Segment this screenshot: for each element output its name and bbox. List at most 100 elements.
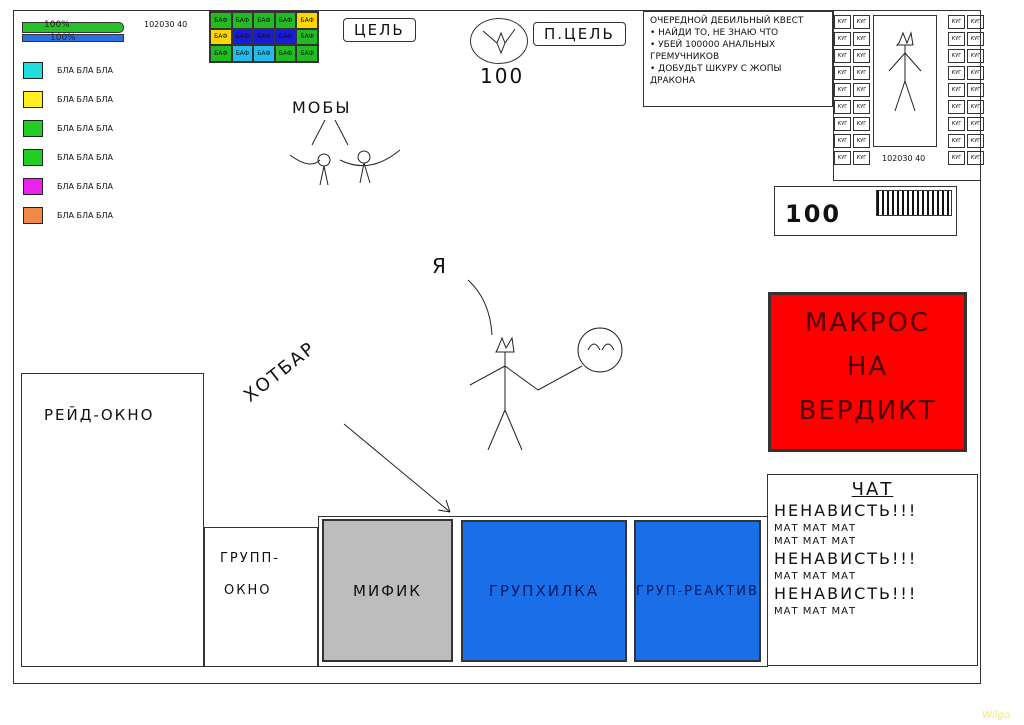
legend-item: БЛА БЛА БЛА xyxy=(23,120,113,137)
inventory-slot[interactable]: КУГ xyxy=(967,117,984,131)
player-health-bar xyxy=(22,22,124,33)
inventory-slot[interactable]: КУГ xyxy=(967,32,984,46)
inventory-slot[interactable]: КУГ xyxy=(834,83,851,97)
quest-line: • УБЕЙ 100000 АНАЛЬНЫХ xyxy=(650,40,776,50)
target-frame[interactable]: ЦЕЛЬ xyxy=(343,18,416,42)
quest-tracker[interactable]: ОЧЕРЕДНОЙ ДЕБИЛЬНЫЙ КВЕСТ• НАЙДИ ТО, НЕ … xyxy=(643,11,833,107)
game-screen-frame xyxy=(13,10,981,684)
inventory-slot[interactable]: КУГ xyxy=(853,100,870,114)
inventory-slot[interactable]: КУГ xyxy=(834,66,851,80)
buff-icon[interactable]: БАФ xyxy=(231,12,254,29)
inventory-slot[interactable]: КУГ xyxy=(834,100,851,114)
group-window[interactable] xyxy=(204,527,318,667)
target-hp: 100 xyxy=(480,64,525,88)
hotbar-arrow-icon xyxy=(343,423,451,513)
inventory-slot[interactable]: КУГ xyxy=(834,32,851,46)
inventory-slot[interactable]: КУГ xyxy=(967,49,984,63)
quest-line: ОЧЕРЕДНОЙ ДЕБИЛЬНЫЙ КВЕСТ xyxy=(650,16,804,26)
character-paperdoll xyxy=(873,15,937,147)
legend-swatch xyxy=(23,149,43,166)
chat-message: НЕНАВИСТЬ!!! xyxy=(774,501,918,520)
buff-icon[interactable]: БАФ xyxy=(274,12,297,29)
inventory-slot[interactable]: КУГ xyxy=(948,66,965,80)
raid-window-label: РЕЙД-ОКНО xyxy=(44,406,155,424)
hotbar-slot-group-heal[interactable]: ГРУПХИЛКА xyxy=(461,520,627,662)
buff-icon[interactable]: БАФ xyxy=(296,45,318,62)
inventory-slot[interactable]: КУГ xyxy=(967,134,984,148)
buff-icon[interactable]: БАФ xyxy=(253,28,275,46)
legend-swatch xyxy=(23,178,43,195)
buff-icon[interactable]: БАФ xyxy=(274,45,297,62)
inventory-slot[interactable]: КУГ xyxy=(967,15,984,29)
inventory-slot[interactable]: КУГ xyxy=(853,15,870,29)
inventory-slot[interactable]: КУГ xyxy=(853,83,870,97)
legend-label: БЛА БЛА БЛА xyxy=(57,124,114,133)
inventory-slot[interactable]: КУГ xyxy=(853,32,870,46)
bird-icon xyxy=(482,28,516,55)
pet-hp: 100 xyxy=(785,200,842,228)
inventory-slot[interactable]: КУГ xyxy=(967,151,984,165)
player-mana-text: 100% xyxy=(50,33,76,43)
inventory-slot[interactable]: КУГ xyxy=(834,134,851,148)
buff-icon[interactable]: БАФ xyxy=(231,45,254,62)
inventory-slot[interactable]: КУГ xyxy=(967,83,984,97)
hotbar-slot-group-reactive[interactable]: ГРУП-РЕАКТИВ xyxy=(634,520,761,662)
hotbar-slot-label: МИФИК xyxy=(353,581,422,600)
inventory-slot[interactable]: КУГ xyxy=(948,32,965,46)
inventory-slot[interactable]: КУГ xyxy=(834,151,851,165)
inventory-slot[interactable]: КУГ xyxy=(834,117,851,131)
inventory-slot[interactable]: КУГ xyxy=(853,117,870,131)
target-portrait[interactable] xyxy=(470,18,528,64)
quest-line: ДРАКОНА xyxy=(650,76,696,86)
inventory-slot[interactable]: КУГ xyxy=(967,100,984,114)
chat-message: МАТ МАТ МАТ xyxy=(774,523,857,534)
player-health-text: 100% xyxy=(44,20,70,30)
buff-icon[interactable]: БАФ xyxy=(253,12,275,29)
buff-icon[interactable]: БАФ xyxy=(210,28,232,46)
pet-frame[interactable] xyxy=(774,186,957,236)
me-annotation: Я xyxy=(432,254,448,278)
legend-label: БЛА БЛА БЛА xyxy=(57,182,114,191)
legend-label: БЛА БЛА БЛА xyxy=(57,95,114,104)
inventory-slot[interactable]: КУГ xyxy=(948,151,965,165)
buff-icon[interactable]: БАФ xyxy=(296,28,318,46)
inventory-slot[interactable]: КУГ xyxy=(853,49,870,63)
buff-icon[interactable]: БАФ xyxy=(210,12,232,29)
quest-line: ГРЕМУЧНИКОВ xyxy=(650,52,720,62)
inventory-slot[interactable]: КУГ xyxy=(853,134,870,148)
inventory-slot[interactable]: КУГ xyxy=(948,117,965,131)
buff-icon[interactable]: БАФ xyxy=(274,28,297,46)
inventory-slot[interactable]: КУГ xyxy=(948,134,965,148)
buff-icon[interactable]: БАФ xyxy=(253,45,275,62)
buff-icon[interactable]: БАФ xyxy=(210,45,232,62)
mobs-annotation: МОБЫ xyxy=(292,98,352,117)
character-figure-icon xyxy=(888,31,922,112)
legend-label: БЛА БЛА БЛА xyxy=(57,153,114,162)
legend-swatch xyxy=(23,120,43,137)
player-currency: 102030 40 xyxy=(144,20,188,29)
inventory-slot[interactable]: КУГ xyxy=(834,15,851,29)
inventory-slot[interactable]: КУГ xyxy=(853,151,870,165)
buff-icon[interactable]: БАФ xyxy=(296,12,318,29)
sub-target-frame[interactable]: П.ЦЕЛЬ xyxy=(533,22,626,46)
ammo-bar xyxy=(876,190,952,216)
inventory-slot[interactable]: КУГ xyxy=(853,66,870,80)
buff-icon[interactable]: БАФ xyxy=(231,28,254,46)
macro-verdict-button[interactable]: МАКРОС НА ВЕРДИКТ xyxy=(768,292,967,452)
inventory-slot[interactable]: КУГ xyxy=(948,100,965,114)
inventory-slot[interactable]: КУГ xyxy=(967,66,984,80)
legend-label: БЛА БЛА БЛА xyxy=(57,66,114,75)
target-label: ЦЕЛЬ xyxy=(354,21,405,39)
legend-item: БЛА БЛА БЛА xyxy=(23,149,113,166)
legend-swatch xyxy=(23,62,43,79)
raid-window[interactable] xyxy=(21,373,204,667)
inventory-slot[interactable]: КУГ xyxy=(948,49,965,63)
inventory-slot[interactable]: КУГ xyxy=(948,83,965,97)
inventory-slot[interactable]: КУГ xyxy=(948,15,965,29)
quest-line: • ДОБУДЬТ ШКУРУ С ЖОПЫ xyxy=(650,64,782,74)
macro-line-1: МАКРОС xyxy=(805,308,930,338)
hotbar-slot-mythic[interactable]: МИФИК xyxy=(322,519,453,662)
inventory-slot[interactable]: КУГ xyxy=(834,49,851,63)
